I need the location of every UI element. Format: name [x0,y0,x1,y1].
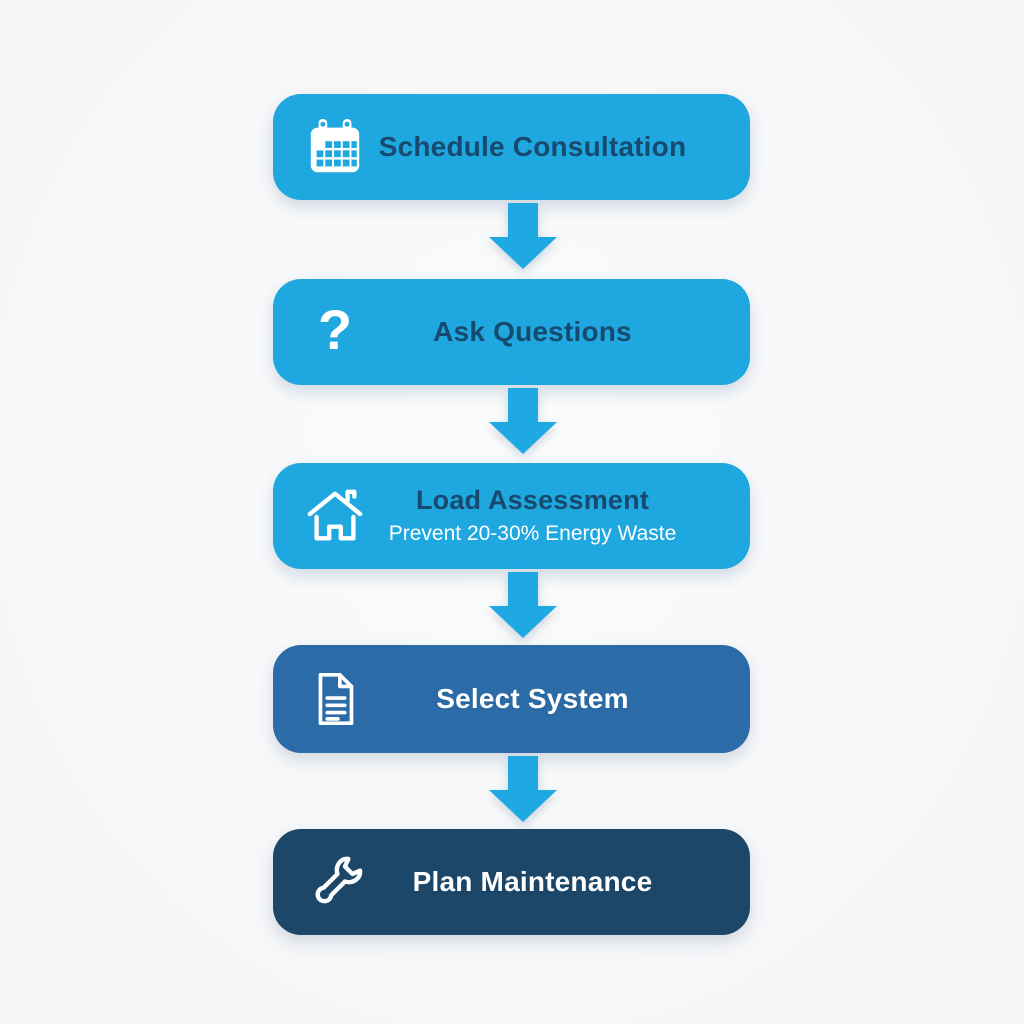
flow-arrow-down-icon [489,388,557,454]
step-label: Schedule Consultation [378,130,687,162]
calendar-icon [303,115,367,179]
step-label: Plan Maintenance [412,865,653,897]
flow-arrow-down-icon [489,203,557,269]
step-load-assessment: Load Assessment Prevent 20-30% Energy Wa… [273,463,750,569]
step-label: Select System [436,682,629,714]
step-schedule-consultation: Schedule Consultation [273,94,750,200]
flow-arrow-down-icon [489,756,557,822]
question-mark-icon: ? [303,300,367,364]
step-select-system: Select System [273,645,750,753]
wrench-icon [303,850,367,914]
step-label: Ask Questions [433,315,632,347]
document-icon [303,667,367,731]
step-label: Load Assessment [415,485,650,516]
question-mark-glyph: ? [317,298,353,361]
step-ask-questions: ? Ask Questions [273,279,750,385]
step-plan-maintenance: Plan Maintenance [273,829,750,935]
step-sublabel: Prevent 20-30% Energy Waste [388,521,677,545]
house-icon [303,484,367,548]
flow-arrow-down-icon [489,572,557,638]
